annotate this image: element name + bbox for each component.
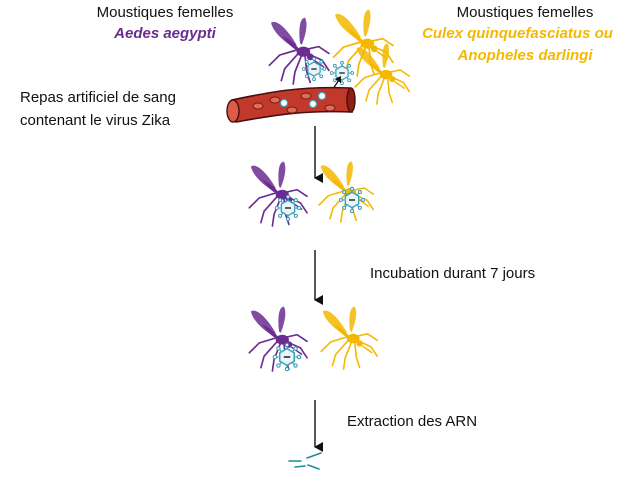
row3-yellow-mosquito-icon [320,305,379,370]
top-yellow-mosquito-icon-2 [354,42,411,105]
incubation-label: Incubation durant 7 jours [370,265,536,282]
top-virus-icon-2 [329,60,355,86]
left-group-title: Moustiques femelles [96,4,234,21]
right-group-title: Moustiques femelles [456,4,594,21]
row2-virus-icon-left [274,194,302,222]
right-group-species-line2: Anopheles darlingi [457,47,593,64]
blood-meal-label-line1: Repas artificiel de sang [20,89,176,106]
row2-yellow-mosquito-icon [318,160,375,223]
blood-vessel-icon [226,86,356,123]
rna-strands-icon [288,452,322,470]
row3-virus-icon [272,342,302,372]
top-virus-icon-1 [301,56,327,82]
left-group-species: Aedes aegypti [114,25,216,42]
blood-meal-label-line2: contenant le virus Zika [20,112,171,129]
extraction-label: Extraction des ARN [347,413,478,430]
row3-purple-mosquito-icon [248,305,308,372]
row2-virus-icon-right [338,186,366,214]
top-purple-mosquito-icon [268,16,330,85]
vessel-virus-particles [279,91,327,109]
right-group-species-line1: Culex quinquefasciatus ou [422,25,613,42]
